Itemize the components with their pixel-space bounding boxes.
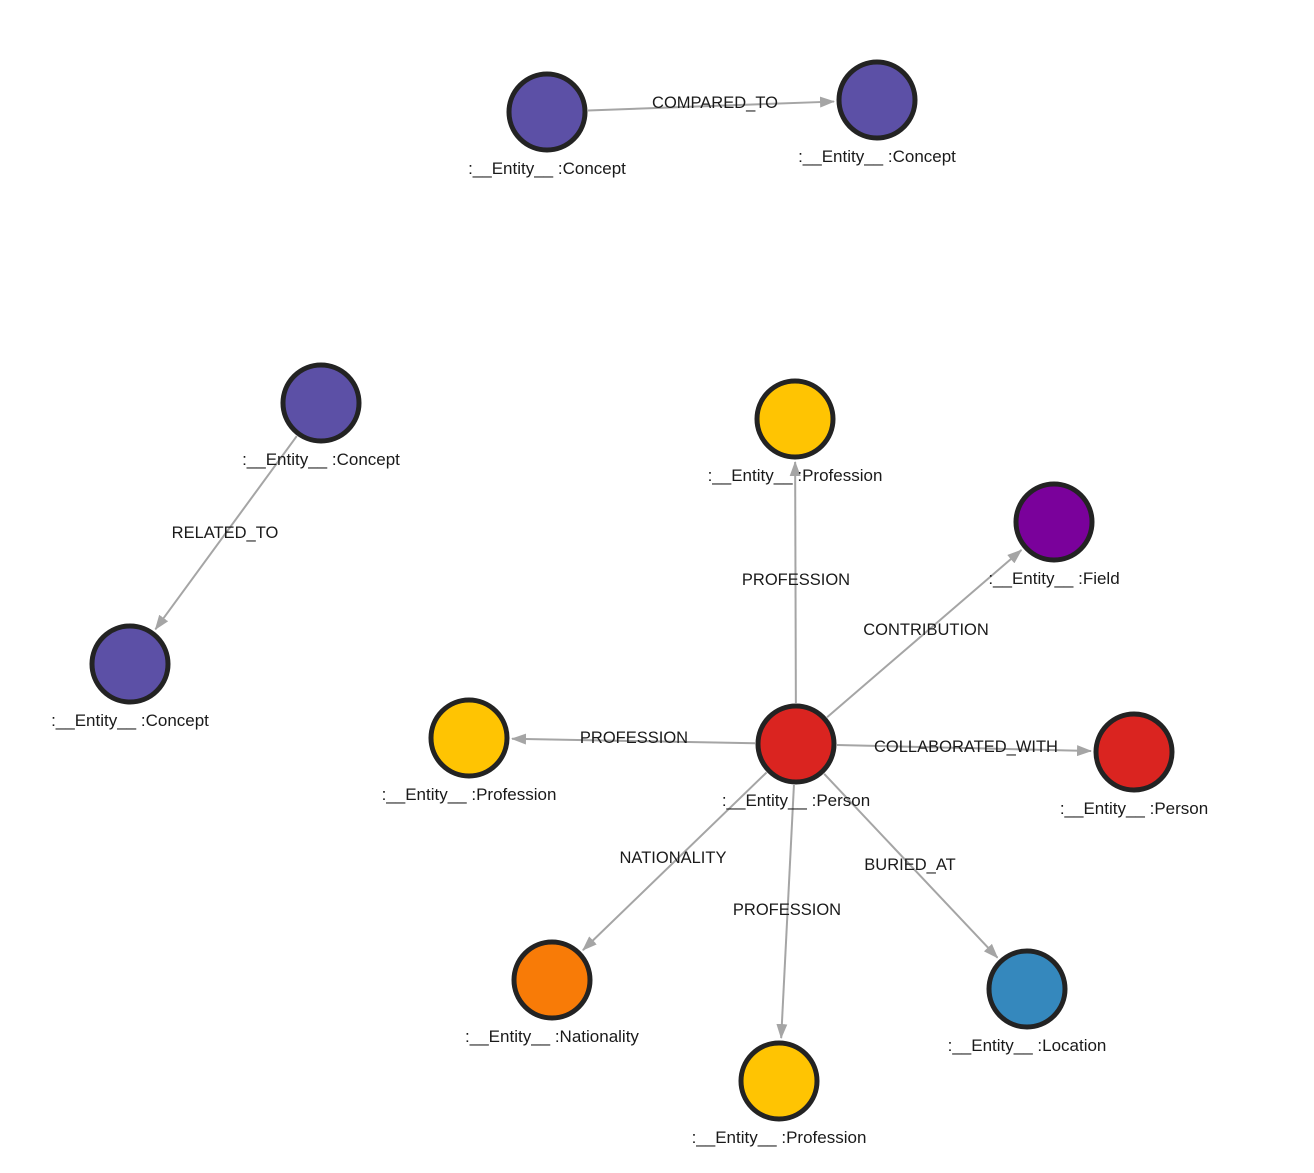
edge-profession[interactable] — [510, 733, 756, 745]
node-caption: :__Entity__ :Profession — [382, 785, 557, 804]
node-profession-bottom[interactable]: :__Entity__ :Profession — [692, 1040, 867, 1147]
node-concept-3[interactable]: :__Entity__ :Concept — [242, 362, 400, 469]
node-location-1[interactable]: :__Entity__ :Location — [948, 948, 1107, 1055]
node-caption: :__Entity__ :Concept — [51, 711, 209, 730]
edge-label[interactable]: PROFESSION — [742, 571, 850, 589]
node-nationality-1[interactable]: :__Entity__ :Nationality — [465, 939, 639, 1046]
node-circle[interactable] — [428, 697, 510, 779]
node-caption: :__Entity__ :Concept — [242, 450, 400, 469]
node-concept-2[interactable]: :__Entity__ :Concept — [798, 59, 956, 166]
node-concept-4[interactable]: :__Entity__ :Concept — [51, 623, 209, 730]
edge-line[interactable] — [776, 784, 795, 1040]
node-caption: :__Entity__ :Profession — [708, 466, 883, 485]
node-circle[interactable] — [755, 703, 837, 785]
node-circle[interactable] — [506, 71, 588, 153]
node-person-right[interactable]: :__Entity__ :Person — [1060, 711, 1208, 818]
edge-label[interactable]: CONTRIBUTION — [863, 621, 989, 639]
node-caption: :__Entity__ :Concept — [798, 147, 956, 166]
node-profession-top[interactable]: :__Entity__ :Profession — [708, 378, 883, 485]
node-caption: :__Entity__ :Person — [722, 791, 870, 810]
edge-line[interactable] — [154, 435, 298, 631]
node-field-1[interactable]: :__Entity__ :Field — [988, 481, 1120, 588]
edge-line[interactable] — [510, 733, 756, 745]
node-caption: :__Entity__ :Profession — [692, 1128, 867, 1147]
node-circle[interactable] — [1013, 481, 1095, 563]
edge-line[interactable] — [582, 771, 768, 951]
node-caption: :__Entity__ :Concept — [468, 159, 626, 178]
edge-label[interactable]: COLLABORATED_WITH — [874, 738, 1058, 756]
edge-label[interactable]: NATIONALITY — [620, 849, 727, 867]
edge-label-layer: COMPARED_TO RELATED_TO PROFESSION CONTRIBUT… — [172, 94, 1058, 919]
node-circle[interactable] — [511, 939, 593, 1021]
node-person-center[interactable]: :__Entity__ :Person — [722, 703, 870, 810]
edge-label[interactable]: PROFESSION — [733, 901, 841, 919]
node-circle[interactable] — [836, 59, 918, 141]
edge-label[interactable]: RELATED_TO — [172, 524, 279, 542]
edge-nationality[interactable] — [582, 771, 768, 951]
edge-profession[interactable] — [789, 460, 801, 704]
edge-line[interactable] — [587, 96, 836, 112]
edge-line[interactable] — [823, 773, 999, 959]
node-circle[interactable] — [280, 362, 362, 444]
edge-layer — [154, 96, 1093, 1040]
node-concept-1[interactable]: :__Entity__ :Concept — [468, 71, 626, 178]
edge-collaborated-with[interactable] — [836, 743, 1093, 757]
node-caption: :__Entity__ :Person — [1060, 799, 1208, 818]
edge-label[interactable]: BURIED_AT — [864, 856, 955, 874]
node-caption: :__Entity__ :Field — [988, 569, 1119, 588]
node-circle[interactable] — [738, 1040, 820, 1122]
edge-contribution[interactable] — [826, 549, 1023, 719]
edge-compared-to[interactable] — [587, 96, 836, 112]
edge-profession[interactable] — [776, 784, 795, 1040]
edge-related-to[interactable] — [154, 435, 298, 631]
node-caption: :__Entity__ :Location — [948, 1036, 1107, 1055]
node-circle[interactable] — [986, 948, 1068, 1030]
edge-label[interactable]: COMPARED_TO — [652, 94, 778, 112]
edge-line[interactable] — [789, 460, 801, 704]
edge-label[interactable]: PROFESSION — [580, 729, 688, 747]
node-layer: :__Entity__ :Concept :__Entity__ :Concept… — [51, 59, 1208, 1147]
node-caption: :__Entity__ :Nationality — [465, 1027, 639, 1046]
node-circle[interactable] — [754, 378, 836, 460]
edge-line[interactable] — [826, 549, 1023, 719]
edge-buried-at[interactable] — [823, 773, 999, 959]
edge-line[interactable] — [836, 743, 1093, 757]
node-circle[interactable] — [1093, 711, 1175, 793]
node-circle[interactable] — [89, 623, 171, 705]
node-profession-left[interactable]: :__Entity__ :Profession — [382, 697, 557, 804]
